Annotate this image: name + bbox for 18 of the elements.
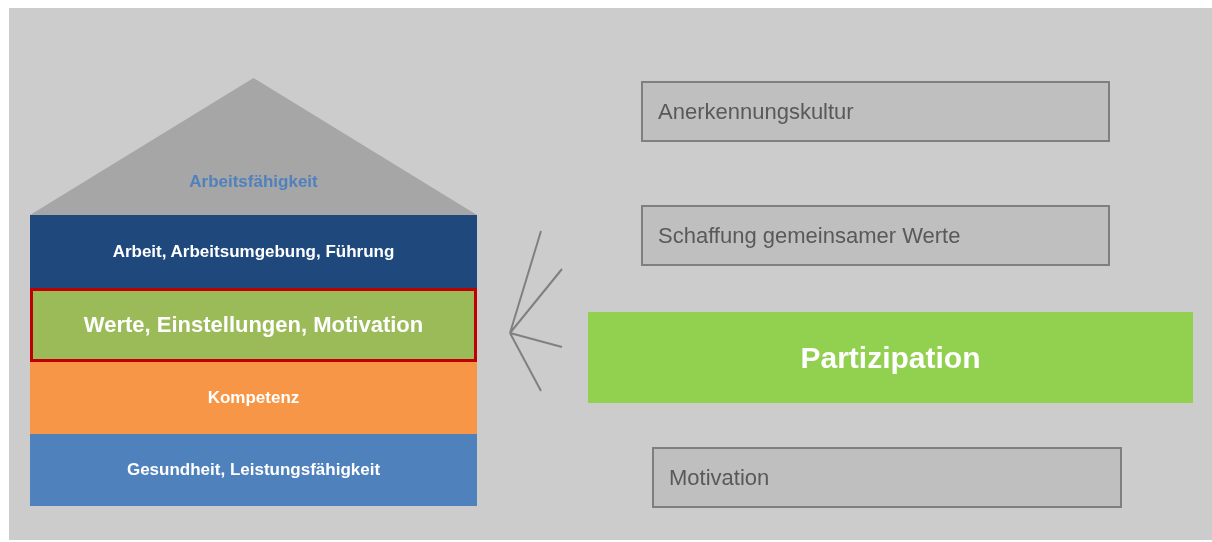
factor-box [652, 447, 1122, 508]
node-label: Schaffung gemeinsamer Werte [658, 222, 961, 249]
floor-band [30, 215, 477, 288]
node-label: Partizipation [800, 340, 981, 375]
node-label: Werte, Einstellungen, Motivation [83, 312, 424, 338]
node-label: Arbeitsfähigkeit [189, 171, 318, 192]
roof-shape [30, 78, 477, 215]
node-label: Arbeit, Arbeitsumgebung, Führung [112, 241, 395, 262]
node-label: Kompetenz [207, 388, 300, 408]
node-label: Motivation [669, 464, 770, 491]
node-label: Gesundheit, Leistungsfähigkeit [126, 460, 381, 480]
node-label: Anerkennungskultur [658, 98, 854, 125]
floor-band [30, 434, 477, 506]
factor-box [641, 81, 1110, 142]
factor-box [641, 205, 1110, 266]
highlight-box [588, 312, 1193, 403]
highlighted-floor-band [30, 288, 477, 362]
floor-band [30, 362, 477, 434]
